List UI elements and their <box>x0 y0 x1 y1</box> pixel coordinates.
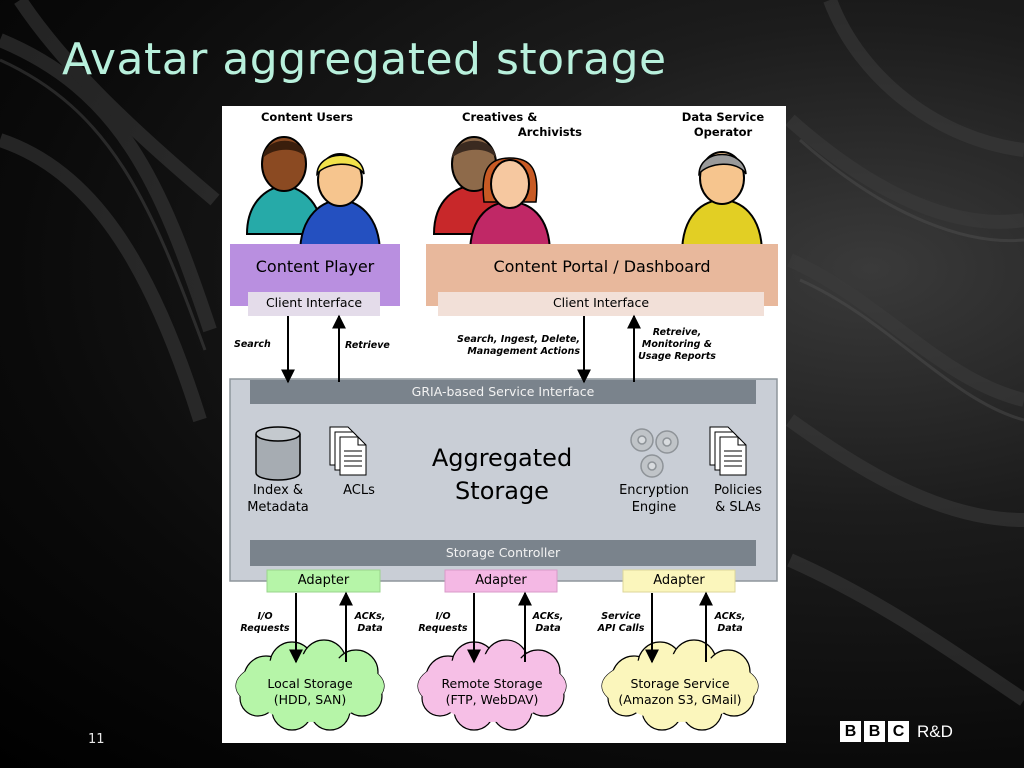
storage-controller-bar <box>250 540 756 566</box>
role-content-users: Content Users <box>260 110 353 124</box>
adapter-service-label: Adapter <box>653 573 705 588</box>
adapter-service-box <box>622 569 736 593</box>
role-creatives-archivists: Creatives & Archivists <box>462 110 582 139</box>
remote-storage-label: Remote Storage (FTP, WebDAV) <box>441 676 543 707</box>
portal-up-arrow-label: Retreive, Monitoring & Usage Reports <box>638 327 716 362</box>
client-interface-right-box <box>438 292 764 316</box>
bbc-logo-letter: B <box>840 721 861 742</box>
client-interface-left-box <box>248 292 380 316</box>
index-metadata-label: Index & Metadata <box>247 483 309 515</box>
acls-label: ACLs <box>343 483 375 498</box>
local-storage-cloud <box>235 639 385 731</box>
content-users-avatar <box>245 136 382 255</box>
acks-right-label: ACKs, Data <box>714 611 746 634</box>
local-storage-label: Local Storage (HDD, SAN) <box>267 676 353 707</box>
database-icon <box>255 426 301 481</box>
service-interface-bar <box>250 380 756 404</box>
policies-document-icon <box>709 426 747 476</box>
adapter-local-label: Adapter <box>297 573 350 588</box>
aggregated-storage-title: Aggregated Storage <box>431 444 573 505</box>
creatives-archivists-avatar <box>432 136 552 255</box>
content-player-label: Content Player <box>255 257 375 276</box>
remote-storage-cloud <box>417 639 567 731</box>
bbc-logo-letter: C <box>888 721 909 742</box>
storage-service-label: Storage Service (Amazon S3, GMail) <box>618 676 742 707</box>
encryption-gears-icon <box>630 428 679 478</box>
encryption-engine-label: Encryption Engine <box>619 483 689 515</box>
policies-slas-label: Policies & SLAs <box>713 483 763 515</box>
architecture-diagram: Content Users Creatives & Archivists Dat… <box>222 106 786 743</box>
client-interface-left-label: Client Interface <box>265 295 363 310</box>
acks-left-label: ACKs, Data <box>354 611 386 634</box>
client-interface-right-label: Client Interface <box>552 295 650 310</box>
diagram-graphics <box>229 136 778 731</box>
retrieve-arrow-label: Retrieve <box>345 340 390 351</box>
content-portal-label: Content Portal / Dashboard <box>493 257 711 276</box>
acks-mid-label: ACKs, Data <box>532 611 564 634</box>
acls-document-icon <box>329 426 367 476</box>
adapter-remote-label: Adapter <box>475 573 527 588</box>
service-interface-label: GRIA-based Service Interface <box>411 384 595 399</box>
storage-controller-label: Storage Controller <box>445 545 561 560</box>
role-data-service-operator: Data Service Operator <box>681 110 765 139</box>
bbc-rd-logo: B B C R&D <box>840 721 953 742</box>
io-mid-label: I/O Requests <box>418 611 468 634</box>
slide-title: Avatar aggregated storage <box>62 34 667 85</box>
portal-down-arrow-label: Search, Ingest, Delete, Management Actio… <box>457 334 580 357</box>
rd-label: R&D <box>917 721 953 741</box>
storage-service-cloud <box>601 639 759 731</box>
adapter-local-box <box>266 569 381 593</box>
search-arrow-label: Search <box>234 339 271 350</box>
service-calls-label: Service API Calls <box>597 611 645 634</box>
slide-number: 11 <box>88 732 105 747</box>
adapter-remote-box <box>444 569 558 593</box>
data-service-operator-avatar <box>680 151 764 255</box>
io-left-label: I/O Requests <box>240 611 290 634</box>
bbc-logo-letter: B <box>864 721 885 742</box>
